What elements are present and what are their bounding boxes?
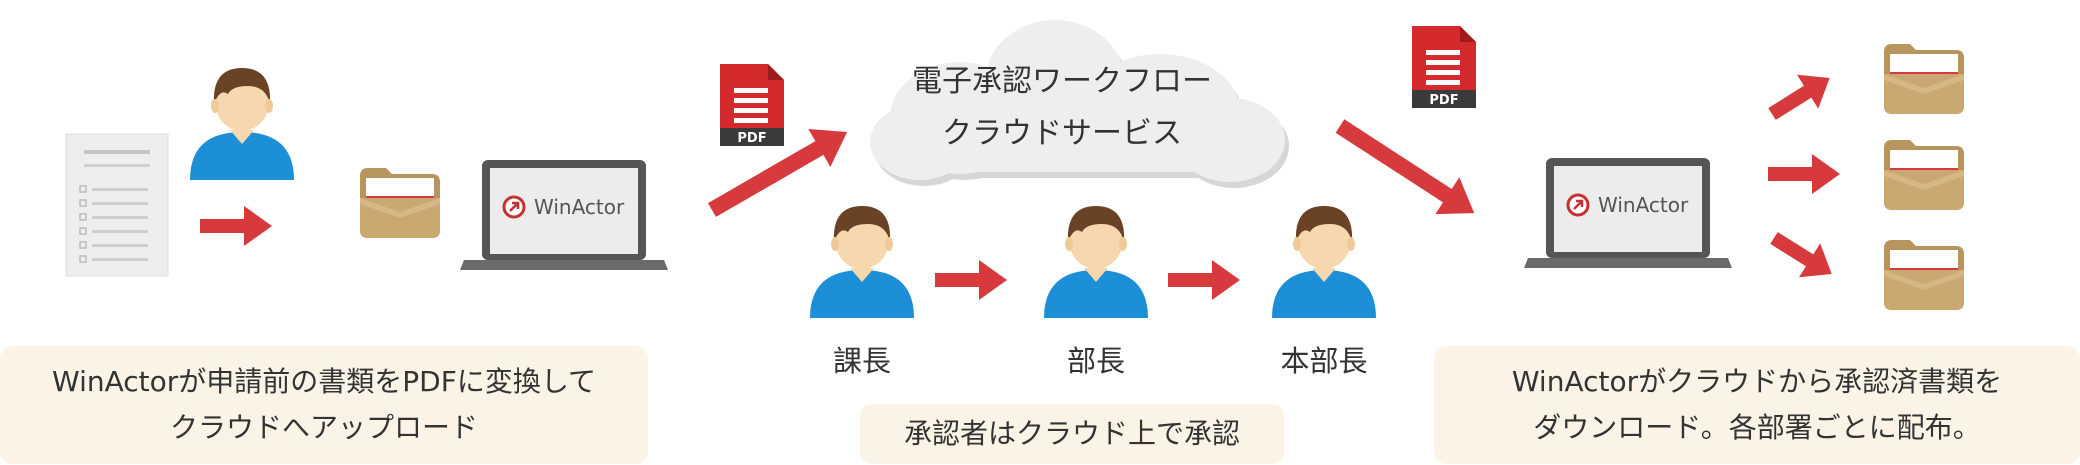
cloud-icon [870, 20, 1289, 188]
arrow-icon-distribute-1 [1768, 74, 1830, 120]
step3-caption-line2: ダウンロード。各部署ごとに配布。 [1533, 411, 1981, 444]
step3-caption-line1: WinActorがクラウドから承認済書類を [1511, 365, 2003, 398]
step2-caption: 承認者はクラウド上で承認 [860, 404, 1284, 464]
step2-caption-text: 承認者はクラウド上で承認 [903, 417, 1240, 450]
laptop-brand-label: WinActor [534, 195, 625, 219]
folder-icon-dept-3 [1884, 240, 1964, 310]
arrow-icon-distribute-2 [1768, 154, 1840, 194]
laptop-brand-label-right: WinActor [1598, 193, 1689, 217]
cloud-title: 電子承認ワークフロー クラウドサービス [862, 56, 1262, 160]
pdf-icon-upload: PDF [720, 64, 784, 146]
step1-caption: WinActorが申請前の書類をPDFに変換して クラウドへアップロード [0, 346, 648, 464]
arrow-icon-distribute-3 [1770, 232, 1832, 278]
arrow-icon-to-folder [200, 206, 272, 246]
arrow-icon-approval-2 [1168, 260, 1240, 300]
role-label-section-chief: 課長 [832, 344, 891, 378]
folder-icon [360, 168, 440, 238]
person-icon-division-head [1272, 206, 1376, 318]
svg-text:PDF: PDF [737, 131, 766, 146]
laptop-icon-right: WinActor [1522, 156, 1734, 270]
cloud-title-line1: 電子承認ワークフロー [912, 64, 1212, 99]
svg-text:PDF: PDF [1429, 93, 1458, 108]
role-label-department-head: 部長 [1066, 344, 1125, 378]
person-icon-applicant [190, 68, 294, 180]
arrow-icon-upload [708, 128, 848, 217]
step1-caption-line1: WinActorが申請前の書類をPDFに変換して [52, 365, 596, 398]
cloud-title-line2: クラウドサービス [942, 116, 1182, 151]
person-icon-department-head [1044, 206, 1148, 318]
step3-caption: WinActorがクラウドから承認済書類を ダウンロード。各部署ごとに配布。 [1434, 346, 2080, 464]
arrow-icon-download [1335, 119, 1475, 215]
step1-caption-line2: クラウドへアップロード [169, 411, 478, 444]
document-icon [65, 133, 169, 277]
person-icon-section-chief [810, 206, 914, 318]
folder-icon-dept-2 [1884, 140, 1964, 210]
arrow-icon-approval-1 [935, 260, 1007, 300]
role-label-division-head: 本部長 [1280, 344, 1368, 378]
laptop-icon-left: WinActor [458, 158, 670, 272]
pdf-icon-download: PDF [1412, 26, 1476, 108]
folder-icon-dept-1 [1884, 44, 1964, 114]
